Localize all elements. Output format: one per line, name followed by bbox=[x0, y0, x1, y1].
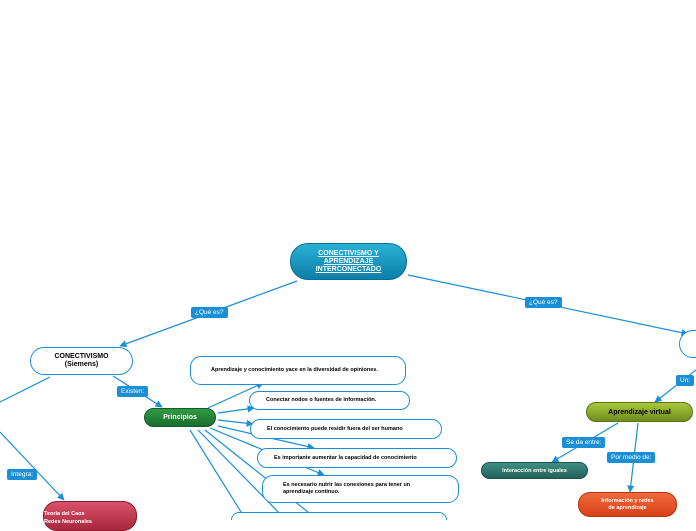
label-por-medio-de[interactable]: Por medio de: bbox=[607, 452, 656, 463]
label-que-es-left[interactable]: ¿Qué es? bbox=[191, 307, 228, 318]
connector-p3 bbox=[217, 419, 254, 427]
node-principle-1[interactable]: Aprendizaje y conocimiento yace en la di… bbox=[190, 356, 406, 385]
node-aprendizaje-virtual[interactable]: Aprendizaje virtual bbox=[586, 402, 693, 422]
root-line-1: CONECTIVISMO Y bbox=[318, 249, 379, 257]
node-principle-6[interactable] bbox=[231, 512, 447, 520]
node-teoria[interactable]: Teoría del Caos Redes Neuronales bbox=[43, 501, 137, 531]
node-principle-3[interactable]: El conocimiento puede residir fuera del … bbox=[250, 419, 442, 439]
connector-conectivismo-left bbox=[0, 376, 51, 403]
root-node[interactable]: CONECTIVISMO Y APRENDIZAJE INTERCONECTAD… bbox=[290, 243, 407, 280]
connector-p6 bbox=[204, 429, 319, 520]
connector-p7 bbox=[197, 429, 287, 520]
connector-p1 bbox=[207, 382, 264, 409]
teoria-line-2: Redes Neuronales bbox=[44, 519, 92, 525]
node-principle-4[interactable]: Es importante aumentar la capacidad de c… bbox=[257, 448, 457, 468]
conectivismo-line-1: CONECTIVISMO bbox=[54, 353, 109, 360]
node-informacion[interactable]: Información y redes de aprendizaje bbox=[578, 492, 677, 517]
node-conectivismo[interactable]: CONECTIVISMO (Siemens) bbox=[30, 347, 133, 375]
node-principle-2[interactable]: Conectar nodos o fuentes de información. bbox=[249, 391, 410, 410]
connector-p8 bbox=[189, 429, 247, 520]
node-principle-5[interactable]: Es necesario nutrir las conexiones para … bbox=[262, 475, 459, 503]
connector-integra bbox=[0, 431, 65, 501]
label-un[interactable]: Un: bbox=[676, 375, 695, 386]
teoria-line-1: Teoría del Caos bbox=[44, 511, 85, 517]
connector-lines bbox=[0, 274, 696, 520]
label-se-da-entre[interactable]: Se da entre: bbox=[562, 437, 606, 448]
root-line-2: APRENDIZAJE bbox=[323, 257, 374, 265]
root-line-3: INTERCONECTADO bbox=[315, 265, 382, 273]
node-interaccion[interactable]: Interacción entre iguales bbox=[481, 462, 588, 479]
connector-p2 bbox=[217, 405, 255, 414]
informacion-line-2: de aprendizaje bbox=[608, 504, 647, 511]
label-integra[interactable]: Integra: bbox=[7, 469, 38, 480]
label-existen[interactable]: Existen: bbox=[117, 386, 149, 397]
label-que-es-right[interactable]: ¿Qué es? bbox=[525, 297, 562, 308]
informacion-line-1: Información y redes bbox=[601, 497, 654, 504]
node-principios[interactable]: Principios bbox=[144, 408, 216, 427]
conectivismo-line-2: (Siemens) bbox=[64, 361, 99, 368]
